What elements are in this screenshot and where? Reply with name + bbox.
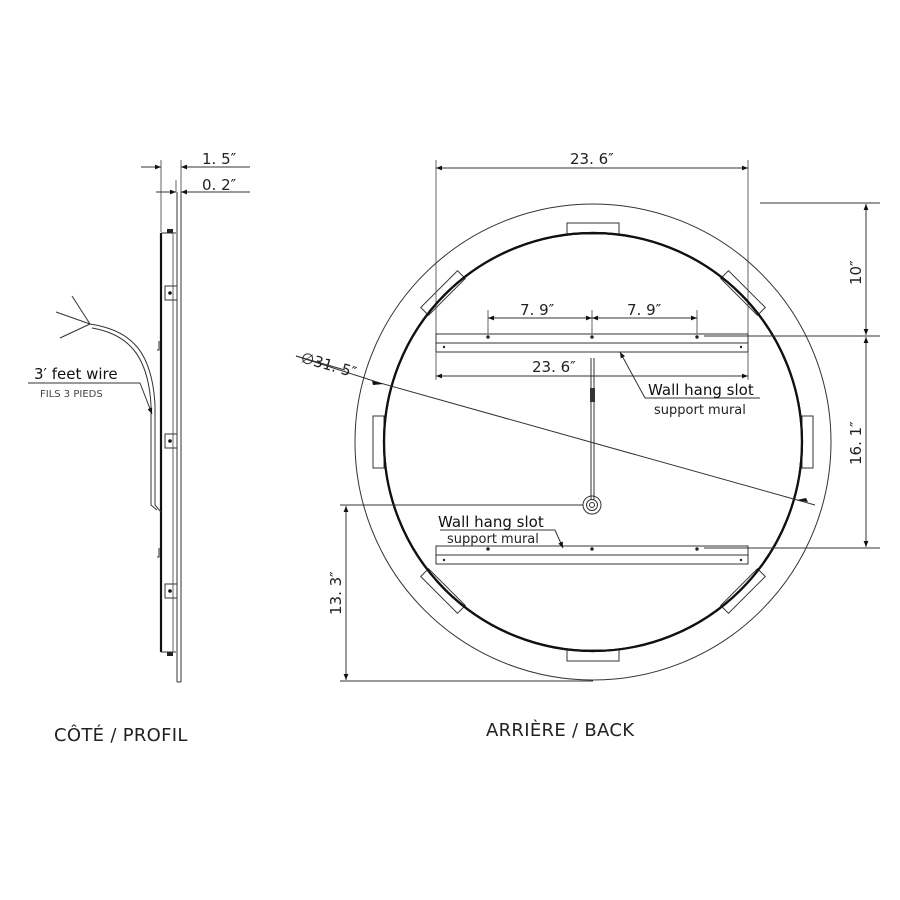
upper-slot-label: Wall hang slot xyxy=(648,381,754,399)
dim-top-to-bracket: 10″ xyxy=(847,260,865,285)
dim-glass-thickness: 0. 2″ xyxy=(202,176,237,194)
back-view xyxy=(295,160,880,682)
dim-bracket-to-bracket: 16. 1″ xyxy=(847,421,865,465)
dim-hole-spacing-left: 7. 9″ xyxy=(520,301,555,319)
profile-view xyxy=(28,160,250,683)
dim-bracket-length: 23. 6″ xyxy=(532,358,576,376)
lower-slot-label-fr: support mural xyxy=(447,532,539,547)
profile-caption: CÔTÉ / PROFIL xyxy=(54,724,188,746)
upper-slot-label-fr: support mural xyxy=(654,403,746,418)
wire-label: 3′ feet wire xyxy=(34,365,118,383)
dim-depth-total: 1. 5″ xyxy=(202,150,237,168)
dim-bottom-to-bracket: 13. 3″ xyxy=(327,571,345,615)
dim-overall-width: 23. 6″ xyxy=(570,150,614,168)
lower-slot-label: Wall hang slot xyxy=(438,513,544,531)
dim-hole-spacing-right: 7. 9″ xyxy=(627,301,662,319)
back-caption: ARRIÈRE / BACK xyxy=(486,719,635,741)
ring-clips xyxy=(372,222,814,662)
dim-diameter: ∅31. 5″ xyxy=(299,349,359,382)
wire-label-fr: FILS 3 PIEDS xyxy=(40,389,103,400)
